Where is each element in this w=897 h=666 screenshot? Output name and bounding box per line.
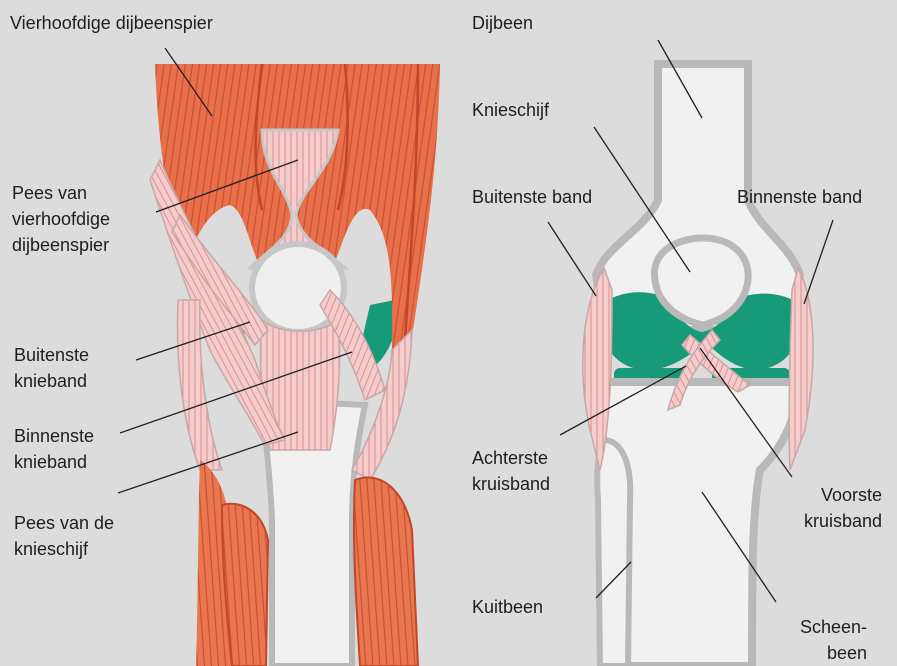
leader-lateral-band	[548, 222, 596, 296]
label-anterior-cruciate-line-2: kruisband	[804, 508, 882, 534]
label-quad-tendon-line-3: dijbeenspier	[12, 232, 110, 258]
label-quad-tendon: Pees van vierhoofdige dijbeenspier	[12, 180, 110, 258]
label-lateral-band: Buitenste band	[472, 184, 592, 210]
label-fibula: Kuitbeen	[472, 594, 543, 620]
label-patellar-tendon: Pees van de knieschijf	[14, 510, 114, 562]
label-quadriceps-text: Vierhoofdige dijbeenspier	[10, 10, 213, 36]
calf-muscle-mid	[222, 504, 268, 666]
label-tibia-line-1: Scheen-	[800, 614, 867, 640]
label-quadriceps: Vierhoofdige dijbeenspier	[10, 10, 213, 36]
label-posterior-cruciate-line-1: Achterste	[472, 445, 550, 471]
label-patellar-tendon-line-1: Pees van de	[14, 510, 114, 536]
label-medial-ligament-line-1: Binnenste	[14, 423, 94, 449]
fibula-bone	[597, 440, 630, 666]
label-anterior-cruciate: Voorste kruisband	[804, 482, 882, 534]
label-lateral-ligament-line-1: Buitenste	[14, 342, 89, 368]
right-patella	[654, 238, 748, 325]
label-medial-ligament-line-2: knieband	[14, 449, 94, 475]
label-posterior-cruciate: Achterste kruisband	[472, 445, 550, 497]
label-lateral-ligament: Buitenste knieband	[14, 342, 89, 394]
label-lateral-ligament-line-2: knieband	[14, 368, 89, 394]
label-medial-band-text: Binnenste band	[737, 184, 862, 210]
label-patella: Knieschijf	[472, 97, 549, 123]
leader-medial-band	[804, 220, 833, 304]
label-patellar-tendon-line-2: knieschijf	[14, 536, 114, 562]
calf-muscle-right	[354, 477, 418, 666]
label-anterior-cruciate-line-1: Voorste	[804, 482, 882, 508]
label-femur-text: Dijbeen	[472, 10, 533, 36]
label-tibia: Scheen- been	[800, 614, 867, 666]
label-medial-band: Binnenste band	[737, 184, 862, 210]
label-posterior-cruciate-line-2: kruisband	[472, 471, 550, 497]
label-quad-tendon-line-1: Pees van	[12, 180, 110, 206]
label-fibula-text: Kuitbeen	[472, 594, 543, 620]
label-quad-tendon-line-2: vierhoofdige	[12, 206, 110, 232]
label-femur: Dijbeen	[472, 10, 533, 36]
label-lateral-band-text: Buitenste band	[472, 184, 592, 210]
label-medial-ligament: Binnenste knieband	[14, 423, 94, 475]
left-knee-front-view	[150, 64, 440, 666]
medial-collateral-band	[789, 268, 813, 470]
label-patella-text: Knieschijf	[472, 97, 549, 123]
label-tibia-line-2: been	[800, 640, 867, 666]
